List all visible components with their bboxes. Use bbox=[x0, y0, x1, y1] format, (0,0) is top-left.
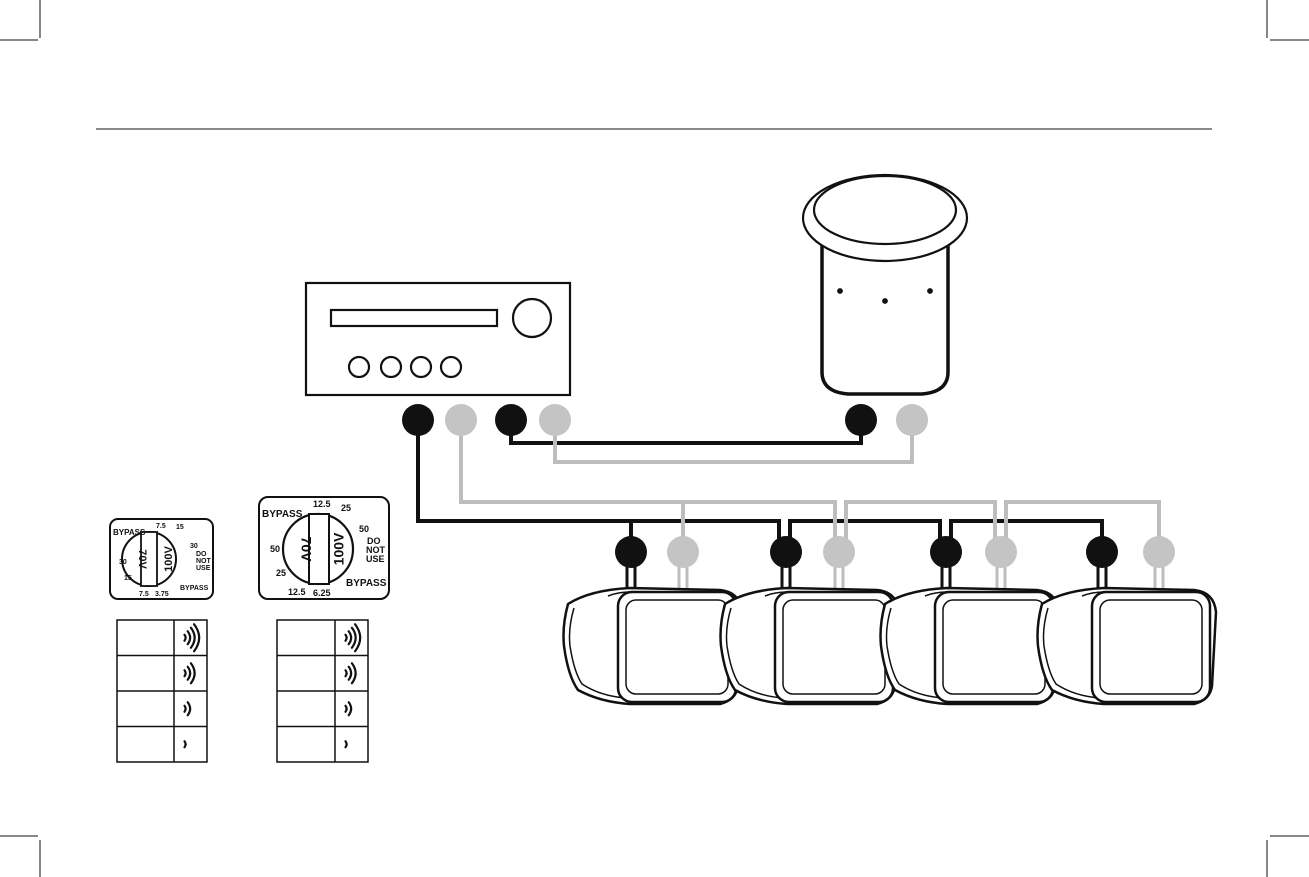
terminal-positive bbox=[402, 404, 434, 436]
terminals bbox=[402, 404, 1175, 568]
terminal-positive bbox=[930, 536, 962, 568]
ceiling-speaker-icon bbox=[803, 175, 967, 394]
terminal-positive bbox=[845, 404, 877, 436]
dial-small-left-band: 70V bbox=[136, 549, 148, 569]
dial-small-left-0: BYPASS bbox=[113, 528, 146, 537]
dial-small-left-2: 15 bbox=[124, 575, 132, 582]
dial-large-right-2: USE bbox=[366, 554, 385, 564]
dial-small-right-2: USE bbox=[196, 565, 211, 572]
dial-small-top-0: 7.5 bbox=[156, 523, 166, 530]
dial-large-bottom-0: 6.25 bbox=[313, 588, 331, 598]
terminal-positive bbox=[1086, 536, 1118, 568]
wall-speaker-icon bbox=[1038, 588, 1217, 704]
terminal-positive bbox=[495, 404, 527, 436]
dial-small-top-1: 15 bbox=[176, 524, 184, 531]
dial-large-left-2: 25 bbox=[276, 568, 286, 578]
dial-large-left-3: 12.5 bbox=[288, 587, 306, 597]
dial-large-right-band: 100V bbox=[331, 532, 347, 565]
terminal-negative bbox=[445, 404, 477, 436]
wall-speakers bbox=[564, 588, 1217, 704]
dial-large-top-1: 25 bbox=[341, 503, 351, 513]
dial-large-top-0: 12.5 bbox=[313, 499, 331, 509]
terminal-negative bbox=[1143, 536, 1175, 568]
dial-large-right-3: BYPASS bbox=[346, 578, 387, 589]
terminal-negative bbox=[896, 404, 928, 436]
dial-small-right-0: DO bbox=[196, 551, 207, 558]
terminal-negative bbox=[539, 404, 571, 436]
dial-small-top-2: 30 bbox=[190, 543, 198, 550]
dial-small-left-3: 7.5 bbox=[139, 591, 149, 598]
amplifier-icon bbox=[306, 283, 570, 395]
terminal-positive bbox=[615, 536, 647, 568]
dial-large-top-2: 50 bbox=[359, 524, 369, 534]
dial-large-left-band: 70V bbox=[298, 537, 314, 563]
dial-large-left-0: BYPASS bbox=[262, 509, 303, 520]
sound-level-icon bbox=[346, 741, 347, 747]
terminal-negative bbox=[985, 536, 1017, 568]
terminal-negative bbox=[667, 536, 699, 568]
terminal-positive bbox=[770, 536, 802, 568]
volume-table-left bbox=[117, 620, 207, 762]
dial-small-left-1: 30 bbox=[119, 559, 127, 566]
dial-small-right-1: NOT bbox=[196, 558, 212, 565]
wall-speaker-icon bbox=[881, 588, 1060, 704]
dial-large: 70V 100V BYPASS 50 25 12.5 12.5 25 50 6.… bbox=[259, 497, 389, 599]
dial-large-left-1: 50 bbox=[270, 544, 280, 554]
dial-small-right-3: BYPASS bbox=[180, 585, 209, 592]
wall-speaker-icon bbox=[564, 588, 743, 704]
sound-level-icon bbox=[185, 741, 186, 747]
dial-small: 70V 100V BYPASS 30 15 7.5 7.5 15 30 3.75… bbox=[110, 519, 213, 599]
terminal-negative bbox=[823, 536, 855, 568]
dial-small-right-band: 100V bbox=[163, 545, 175, 571]
volume-table-right bbox=[277, 620, 368, 762]
wall-speaker-icon bbox=[721, 588, 900, 704]
dial-small-bottom-0: 3.75 bbox=[155, 591, 169, 598]
